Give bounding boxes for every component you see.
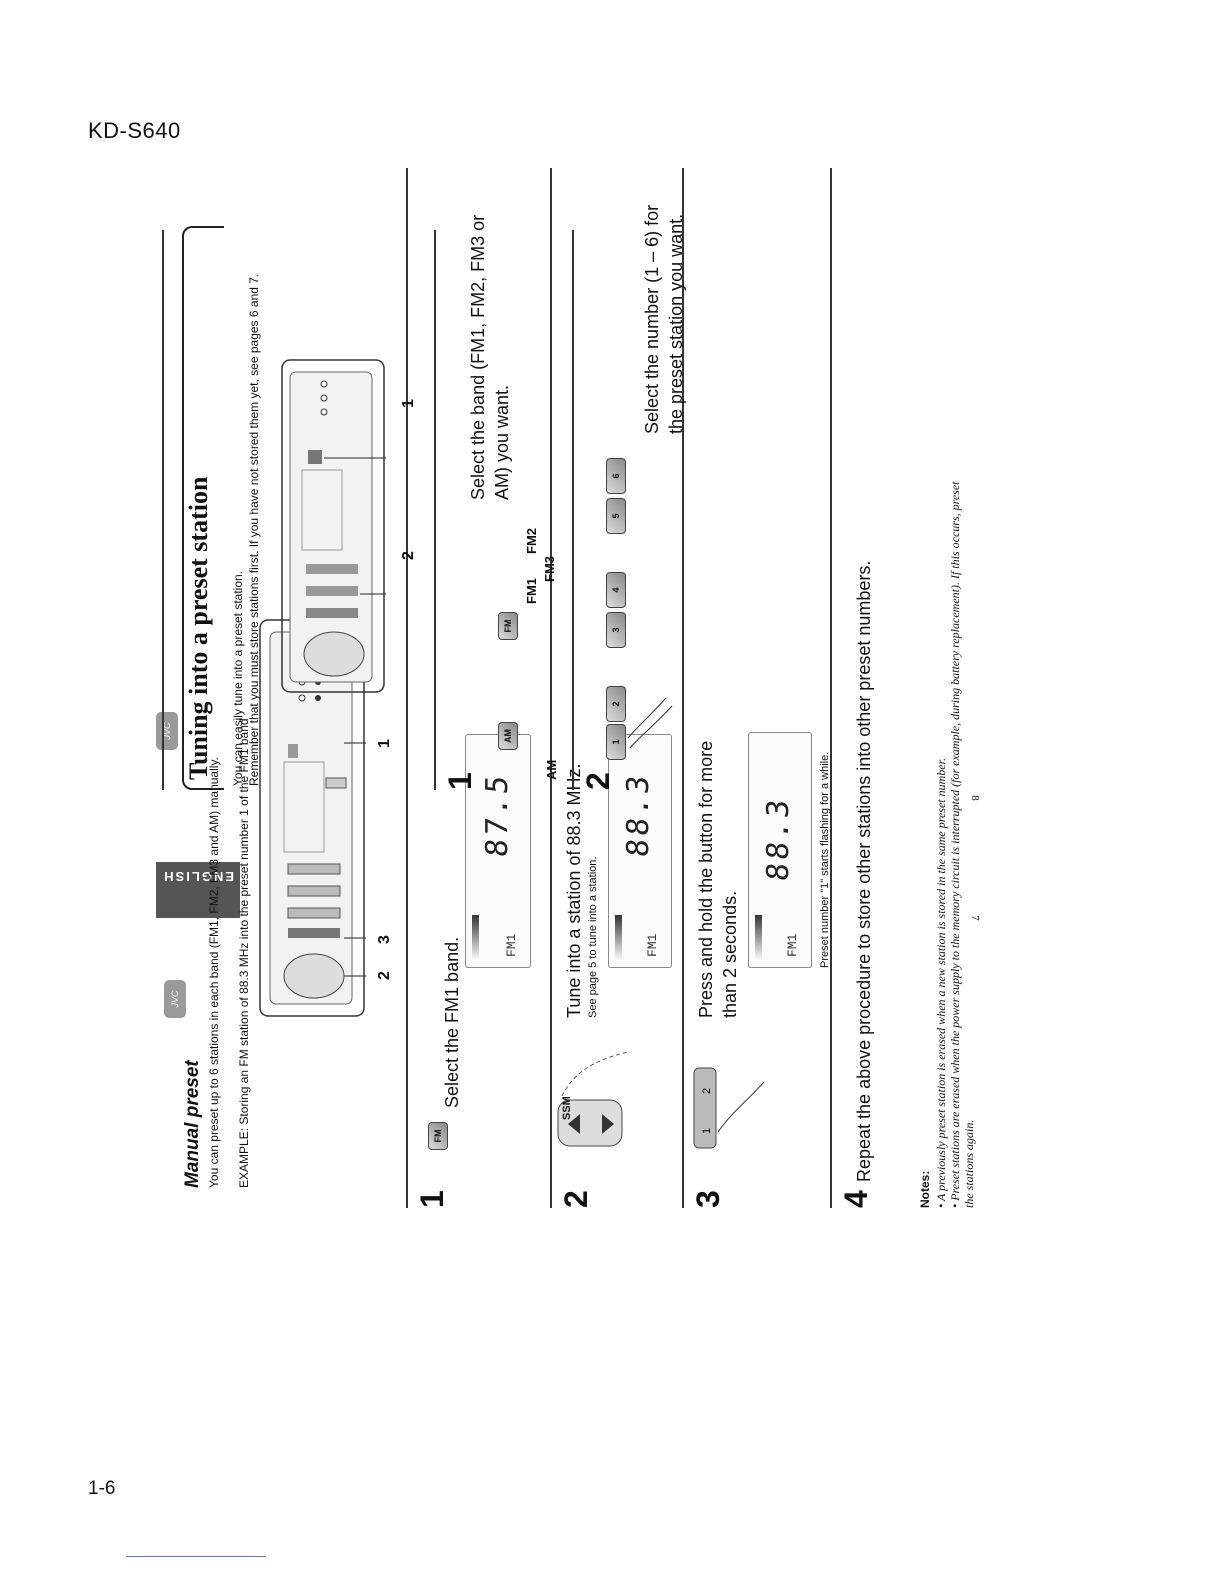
callout-2: 2	[376, 971, 393, 980]
step-text: Select the number (1 – 6) for the preset…	[642, 204, 686, 434]
preset-1-button: 1	[606, 724, 626, 760]
preset-2-button: 2	[606, 686, 626, 722]
jvc-logo-icon: JVC	[164, 980, 186, 1018]
manual-preset-page: JVC ENGLISH Manual preset You can preset…	[156, 168, 980, 1208]
lcd-band: FM1	[785, 933, 800, 957]
preset-5-button: 5	[606, 498, 626, 534]
fm-button-icon: FM	[428, 1122, 448, 1150]
step-number: 1	[442, 772, 478, 790]
lcd-band: FM1	[645, 933, 660, 957]
notes-heading: Notes:	[918, 1170, 932, 1208]
preset-3-button: 3	[606, 612, 626, 648]
step-number: 4	[838, 1190, 874, 1208]
step-rule	[572, 230, 574, 790]
hand-press-icon	[627, 697, 673, 749]
fm3-label: FM3	[542, 556, 557, 582]
ssm-label: SSM	[561, 1096, 573, 1120]
am-label: AM	[544, 759, 559, 780]
jvc-logo-icon: JVC	[156, 712, 178, 750]
svg-text:1: 1	[701, 1128, 713, 1134]
step-number: 1	[414, 1190, 450, 1208]
fm-button-icon: FM	[498, 612, 518, 640]
manual-preset-title: Manual preset	[182, 1060, 203, 1188]
step-text: Select the band (FM1, FM2, FM3 or AM) yo…	[468, 214, 512, 500]
step-text: Select the FM1 band.	[442, 936, 462, 1108]
preset-4-button: 4	[606, 572, 626, 608]
preset-tuning-intro: You can easily tune into a preset statio…	[231, 570, 245, 786]
model-header: KD-S640	[88, 118, 181, 143]
lcd-frequency: 88.3	[761, 794, 796, 883]
svg-text:2: 2	[701, 1088, 713, 1094]
preset-tuning-intro: Remember that you must store stations fi…	[247, 273, 261, 786]
english-tab: ENGLISH	[156, 862, 240, 918]
step-subtext: See page 5 to tune into a station.	[587, 856, 599, 1018]
preset-tuning-page: JVC Tuning into a preset station You can…	[156, 205, 990, 790]
step-text: Tune into a station of 88.3 MHz.	[564, 763, 584, 1018]
page-number: 1-6	[88, 1478, 116, 1499]
callout-3: 3	[376, 935, 393, 944]
callout-1: 1	[400, 399, 417, 408]
preset-tuning-title: Tuning into a preset station	[184, 476, 213, 780]
preset-6-button: 6	[606, 458, 626, 494]
callout-2: 2	[400, 551, 417, 560]
lcd-band: FM1	[504, 933, 519, 957]
step-rule	[434, 230, 436, 790]
fm1-label: FM1	[524, 578, 539, 604]
step-number: 2	[580, 772, 616, 790]
title-rule	[162, 230, 164, 790]
step-number: 3	[690, 1190, 726, 1208]
step-number: 2	[558, 1190, 594, 1208]
preset-button-icon: 1 2	[693, 1067, 765, 1149]
footer-rule	[126, 1556, 266, 1557]
radio-panel-icon	[281, 359, 386, 693]
radio-panel-icon	[259, 619, 366, 1017]
tuner-arrow-icon	[557, 1051, 629, 1147]
am-button-icon: AM	[498, 722, 518, 750]
fm2-label: FM2	[524, 528, 539, 554]
